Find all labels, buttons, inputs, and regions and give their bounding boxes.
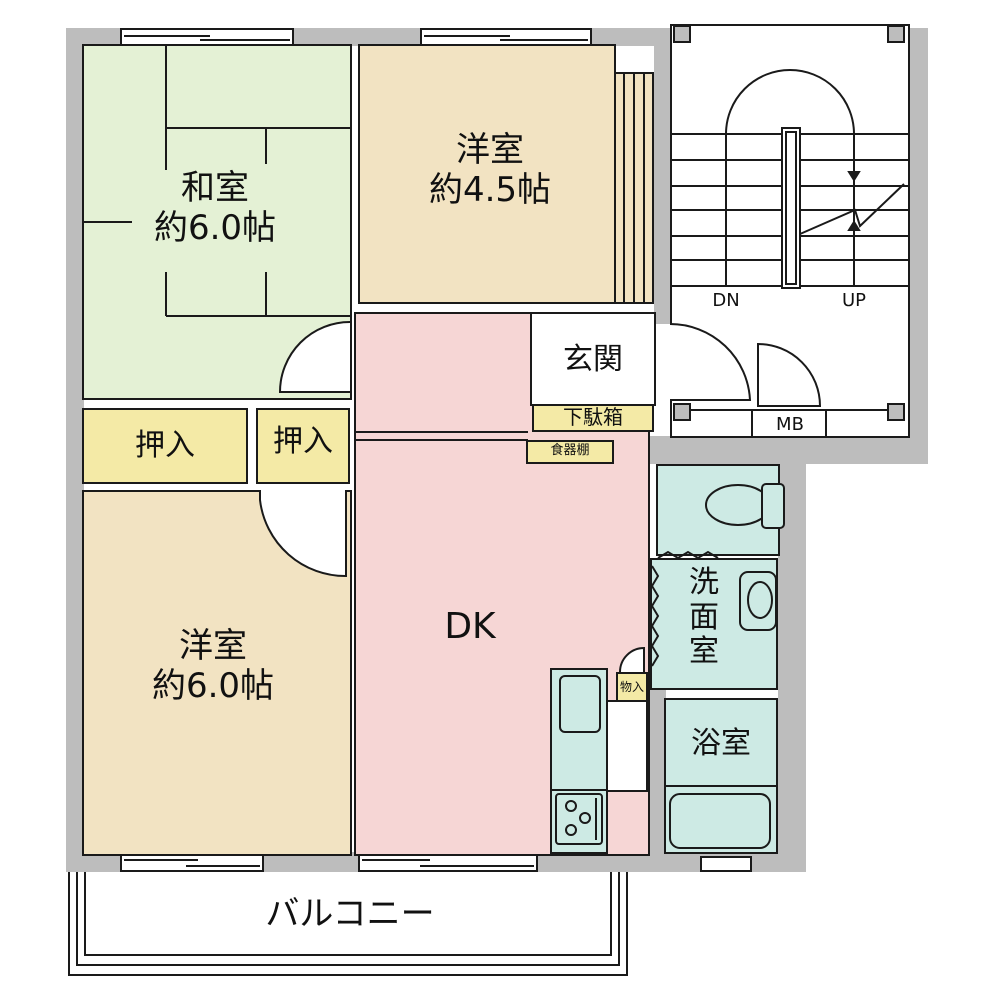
room-name: 洋室 [179,626,247,666]
label-stair-up: UP [841,290,867,311]
balcony-inner-rail [76,872,620,966]
balcony [68,872,628,976]
stair-wall-south [610,436,928,464]
room-toilet [656,464,780,556]
label-genkan: 玄関 [563,342,623,377]
label-stair-down: DN [712,290,740,311]
label-washitsu: 和室 約6.0帖 [130,168,300,248]
label-shokkidana: 食器棚 [550,443,590,458]
room-size: 約6.0帖 [151,666,275,707]
closet-getabako [532,404,654,432]
label-balcony: バルコニー [265,894,435,934]
window-yoshitsu-south[interactable] [120,854,264,872]
label-oshiire-left: 押入 [135,428,195,463]
label-monoire: 物入 [619,680,644,694]
window-bath[interactable] [700,856,752,872]
room-genkan [530,312,656,406]
kitchen-counter [550,668,608,854]
closet-monoire [616,672,648,702]
label-yoshitsu-south: 洋室 約6.0帖 [128,626,298,706]
room-yokushitsu [664,698,778,854]
closet-oshiire-right [256,408,350,484]
window-washitsu[interactable] [120,28,294,46]
label-dk: DK [444,606,496,647]
label-senmenshitsu: 洗面室 [688,565,724,670]
label-oshiire-right: 押入 [273,424,333,459]
bath-wall-west [648,690,666,860]
room-size: 約6.0帖 [153,208,277,249]
label-yokushitsu: 浴室 [691,726,751,761]
stairwell [670,24,910,438]
label-meter-box: MB [776,414,804,435]
label-getabako: 下駄箱 [563,405,623,429]
stair-wall-west [654,28,670,324]
balcony-inner-floor [84,872,612,956]
window-yoshitsu-north[interactable] [420,28,592,46]
room-name: 洋室 [456,130,524,170]
wet-area-wall-east [778,436,806,872]
window-dk[interactable] [358,854,538,872]
label-yoshitsu-north: 洋室 約4.5帖 [400,130,580,210]
closet-shokkidana [526,440,614,464]
room-name: 洗面室 [689,565,719,669]
room-name: 和室 [181,168,249,208]
stair-wall-east [908,28,928,464]
closet-oshiire-left [82,408,248,484]
fridge-space [606,700,648,792]
closet-yoshitsu-north [614,72,654,304]
outer-wall-west [66,28,84,870]
room-size: 約4.5帖 [428,170,552,211]
